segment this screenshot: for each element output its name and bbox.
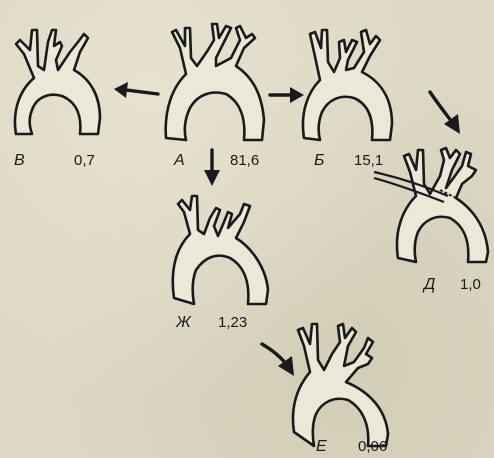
figure-v-value: 0,7 xyxy=(74,152,95,169)
figure-e-value: 0,06 xyxy=(358,438,387,455)
figure-b-letter: Б xyxy=(314,152,324,170)
arrow-a-to-v-head xyxy=(114,82,128,98)
figure-d-value: 1,0 xyxy=(460,276,481,293)
arch-figure-v xyxy=(15,30,100,134)
figure-a-letter: А xyxy=(174,152,185,170)
arch-figure-zh xyxy=(173,196,268,304)
arch-figure-e xyxy=(293,324,388,446)
figure-e-letter: Е xyxy=(316,438,327,456)
arrow-zh-to-e xyxy=(262,344,286,364)
arrow-a-to-v xyxy=(126,90,158,94)
arch-figure-b xyxy=(303,30,392,140)
figure-zh-value: 1,23 xyxy=(218,314,247,331)
figure-a-value: 81,6 xyxy=(230,152,259,169)
figure-d-letter: Д xyxy=(424,276,435,294)
arrow-a-to-b-head xyxy=(290,87,304,103)
figure-v-letter: В xyxy=(14,152,25,170)
figure-b-value: 15,1 xyxy=(354,152,383,169)
arrow-a-to-zh-head xyxy=(204,170,220,186)
arch-figure-a xyxy=(166,24,264,140)
arch-figure-d xyxy=(397,148,488,262)
arrow-b-to-d xyxy=(430,92,452,122)
figure-zh-letter: Ж xyxy=(176,314,191,332)
